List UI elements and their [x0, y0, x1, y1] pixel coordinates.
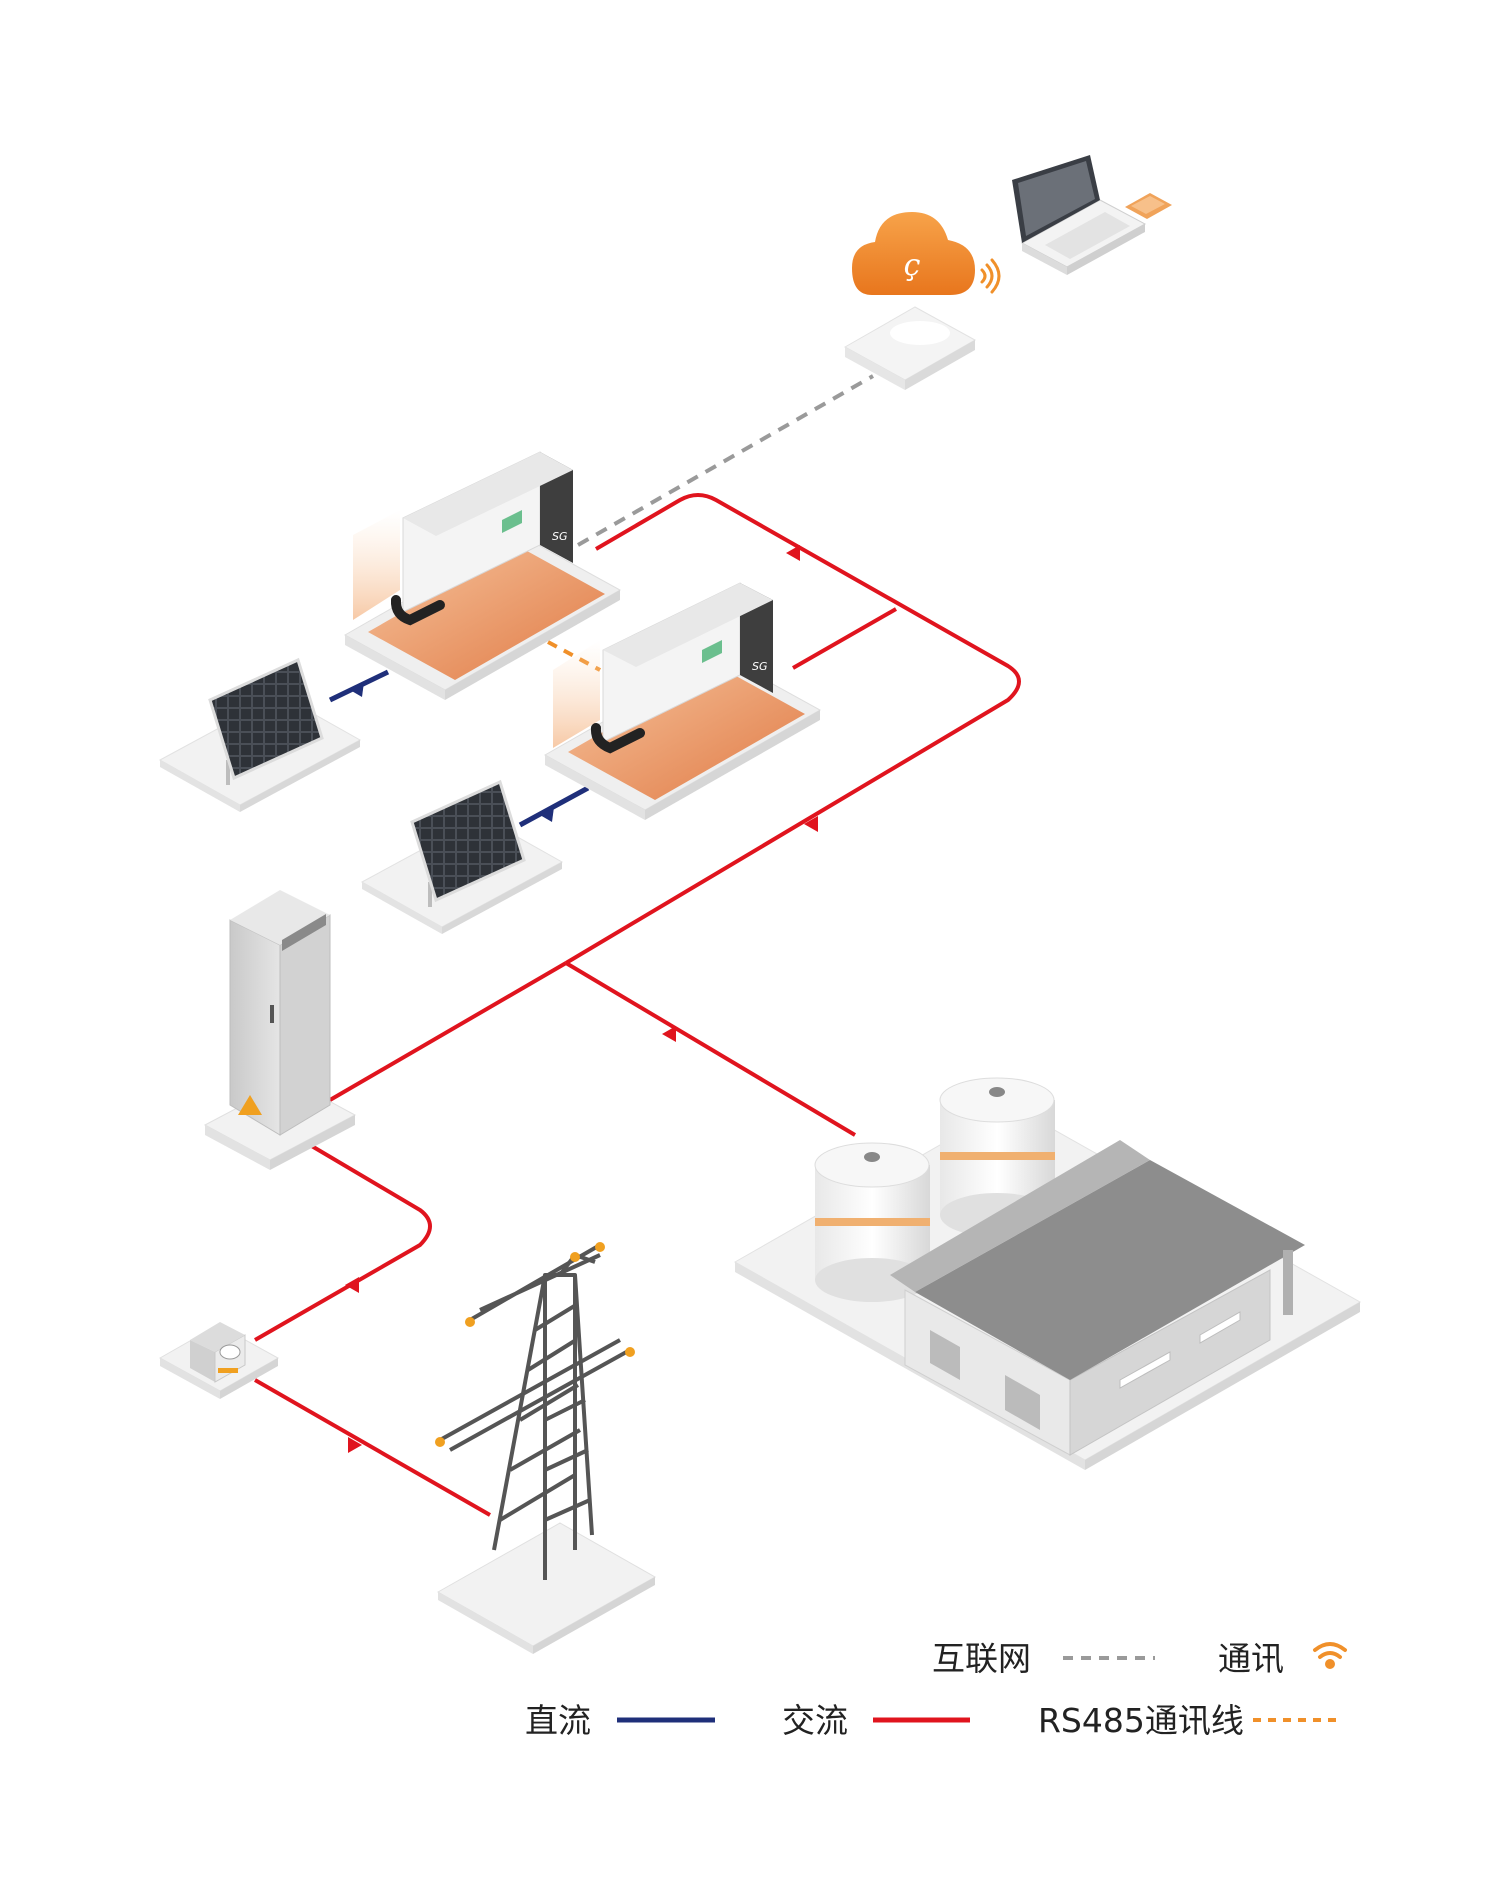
internet-line: [577, 374, 874, 547]
transmission-tower-icon: [435, 1242, 657, 1654]
inverter-icon: SG: [343, 451, 622, 700]
inverter-icon-2: SG: [543, 582, 822, 820]
wifi-icon: [1313, 1642, 1347, 1669]
laptop-icon: [1012, 155, 1147, 275]
svg-text:ç: ç: [904, 248, 921, 283]
legend-communication-label: 通讯: [1218, 1639, 1284, 1678]
mobile-icon: [1125, 193, 1172, 219]
cloud-icon: ç: [852, 212, 975, 295]
dc-flow-arrows: [350, 682, 554, 822]
svg-text:SG: SG: [752, 660, 768, 673]
legend-ac-label: 交流: [782, 1701, 848, 1740]
legend-internet-label: 互联网: [932, 1639, 1031, 1678]
wifi-icon: [980, 258, 1001, 294]
electric-meter-icon: [158, 1322, 280, 1399]
router-icon: [843, 306, 977, 390]
rs485-line: [547, 640, 601, 672]
distribution-cabinet-icon: [203, 890, 357, 1170]
legend-rs485-label: RS485通讯线: [1038, 1701, 1244, 1740]
svg-text:SG: SG: [552, 530, 568, 543]
legend-dc-label: 直流: [525, 1701, 591, 1740]
solar-panel-icon-2: [360, 779, 564, 934]
solar-panel-icon: [158, 657, 362, 812]
legend: 互联网 通讯 直流 交流 RS485通讯线: [525, 1639, 1347, 1740]
factory-icon: [733, 1077, 1362, 1470]
ac-lines: [254, 493, 1021, 1517]
ac-flow-arrows: [345, 545, 818, 1453]
